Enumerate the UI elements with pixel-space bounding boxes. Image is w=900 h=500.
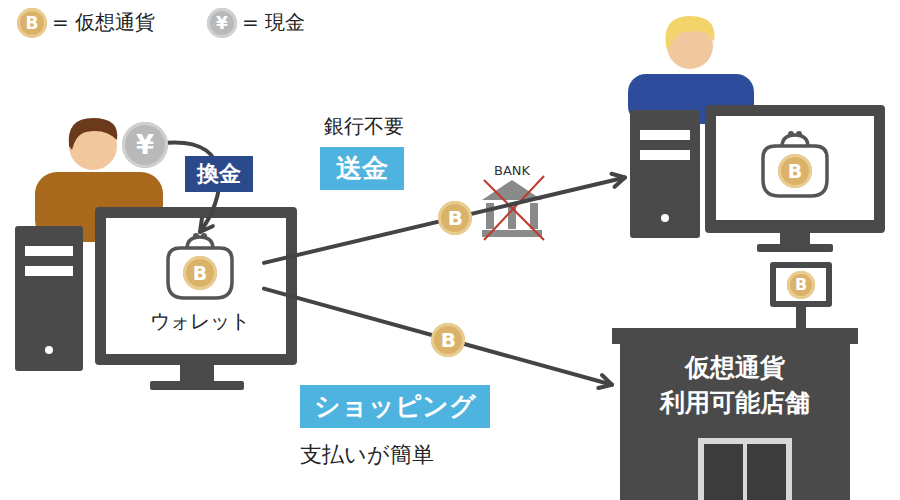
left-monitor-part	[106, 218, 286, 354]
store-sign-part	[770, 262, 832, 307]
shopping-box: ショッピング支払いが簡単	[300, 385, 490, 470]
node-shape-part	[661, 214, 669, 222]
node-shape-part	[704, 444, 743, 500]
store-building: 仮想通貨 利用可能店舗	[612, 328, 858, 500]
right-person-part	[666, 16, 715, 52]
node-shape-part	[757, 244, 833, 252]
left-tower-part	[25, 266, 73, 276]
store-sign-part	[776, 268, 826, 301]
coin-letter: B	[183, 256, 217, 290]
left-tower-part	[45, 346, 53, 354]
node-shape-part	[612, 328, 858, 344]
transfer-note: 銀行不要	[324, 113, 404, 140]
node-shape-part	[796, 131, 802, 137]
node-shape-part	[640, 130, 690, 140]
transfer-box: 銀行不要送金	[320, 113, 404, 190]
connector-line	[264, 289, 612, 385]
edge-label: 換金	[185, 156, 253, 192]
yen-sign: ¥	[122, 122, 168, 168]
legend-text: = 仮想通貨	[52, 9, 155, 36]
arrowhead	[200, 218, 213, 232]
connector	[264, 289, 612, 388]
line-coin: B	[431, 323, 465, 357]
legend-coin: B	[17, 8, 47, 38]
legend-text: = 現金	[242, 9, 305, 36]
wallet-label: ウォレット	[136, 308, 264, 335]
left-monitor-part	[180, 365, 214, 383]
left-tower-part	[25, 246, 73, 256]
node-shape-part	[763, 146, 827, 196]
left-tower-part	[15, 226, 83, 371]
node-shape-part	[620, 340, 850, 500]
sign-coin: B	[787, 271, 815, 299]
legend-coin: ¥	[207, 8, 237, 38]
left-monitor-part	[95, 207, 297, 365]
node-shape-part	[630, 110, 700, 238]
connector-line	[264, 178, 625, 263]
bank-icon-part	[482, 180, 542, 200]
bank-icon-part	[530, 203, 538, 229]
left-tower	[15, 226, 83, 371]
arrowhead	[611, 174, 625, 187]
left-monitor	[95, 207, 297, 390]
node-shape	[625, 100, 887, 255]
node-shape-part	[193, 233, 199, 239]
left-monitor-part	[150, 381, 244, 390]
node-shape-part	[698, 438, 792, 500]
connector	[264, 174, 625, 263]
bank-caption: BANK	[494, 163, 530, 178]
node-shape-part	[705, 105, 885, 233]
node-shape-part	[640, 150, 690, 160]
wallet-node: B ウォレット	[136, 232, 264, 335]
shopping-note: 支払いが簡単	[300, 440, 490, 470]
node-shape-part	[201, 233, 207, 239]
arrowhead	[598, 375, 612, 388]
transfer-tag: 送金	[320, 147, 404, 190]
node-shape-part	[788, 131, 794, 137]
line-coin: B	[438, 201, 472, 235]
left-person-part	[69, 118, 118, 150]
cash-coin: ¥	[122, 122, 168, 168]
node-shape-part	[716, 116, 874, 220]
shopping-tag: ショッピング	[300, 385, 490, 428]
node-shape-part	[747, 444, 786, 500]
coin-letter: B	[778, 154, 812, 188]
store-sign	[770, 262, 832, 332]
node-shape-part	[168, 248, 232, 298]
receiver-computer: B	[625, 100, 887, 255]
store-name: 仮想通貨 利用可能店舗	[645, 350, 825, 420]
